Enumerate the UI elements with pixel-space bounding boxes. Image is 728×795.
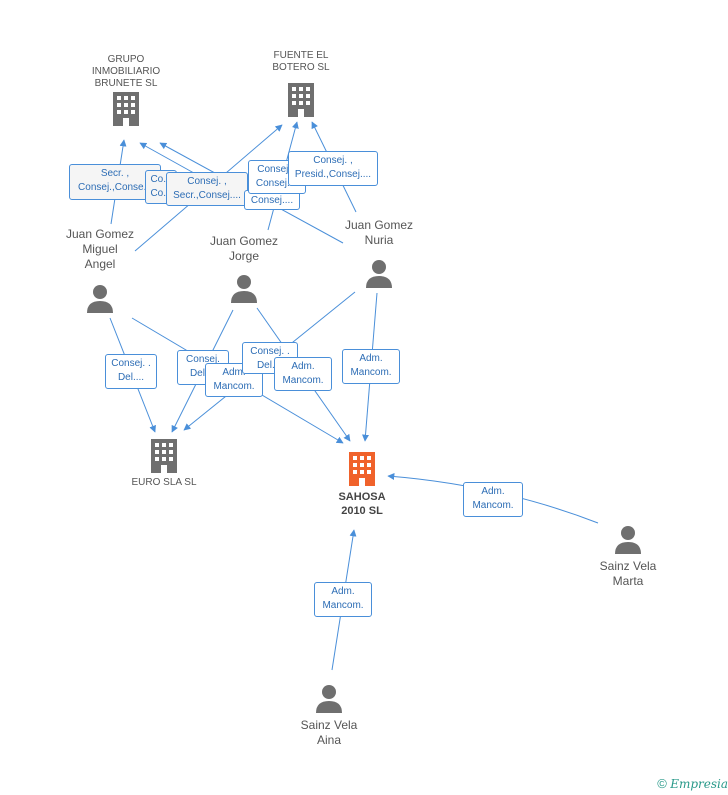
company-name-line: BOTERO SL bbox=[272, 62, 330, 73]
person-sainz-vela-marta[interactable]: Sainz Vela Marta bbox=[582, 524, 674, 589]
edge-label-line: Consej.... bbox=[250, 195, 294, 206]
copyright-symbol: © bbox=[657, 776, 667, 791]
edge-label-line: Consej.... bbox=[255, 178, 299, 189]
person-icon bbox=[231, 275, 257, 303]
edge-label-line: Del.... bbox=[256, 360, 284, 371]
person-name-line: Angel bbox=[84, 257, 116, 271]
edge-label-line: Consej. . bbox=[111, 358, 151, 369]
footer-watermark: © Empresia bbox=[657, 776, 728, 791]
person-juan-gomez-jorge[interactable]: Juan Gomez Jorge bbox=[198, 234, 290, 303]
person-name-line: Marta bbox=[612, 574, 644, 588]
person-name-line: Jorge bbox=[228, 249, 260, 263]
company-name-line: SAHOSA bbox=[338, 491, 386, 503]
edge-label-line: Consej. , bbox=[257, 164, 297, 175]
company-euro-sla[interactable]: EURO SLA SL bbox=[116, 437, 212, 489]
person-juan-gomez-miguel-angel[interactable]: Juan Gomez Miguel Angel bbox=[54, 227, 146, 313]
person-juan-gomez-nuria[interactable]: Juan Gomez Nuria bbox=[333, 218, 425, 288]
edge-label-line: Co... bbox=[150, 188, 172, 199]
edge-label-miguel-euro[interactable]: Consej. . Del.... bbox=[105, 354, 157, 389]
edge-label-line: Consej. bbox=[186, 354, 220, 365]
person-icon bbox=[316, 685, 342, 713]
edge-label-line: Mancom. bbox=[322, 600, 364, 611]
building-icon bbox=[349, 452, 375, 486]
person-name-line: Nuria bbox=[364, 233, 394, 247]
company-sahosa-2010[interactable]: SAHOSA 2010 SL bbox=[317, 450, 407, 518]
edge-label-line: Secr.,Consej.... bbox=[173, 190, 241, 201]
person-sainz-vela-aina[interactable]: Sainz Vela Aina bbox=[283, 683, 375, 748]
edge-label-aina-sahosa[interactable]: Adm. Mancom. bbox=[314, 582, 372, 617]
edge-label-jorge-sahosa[interactable]: Adm. Mancom. bbox=[274, 357, 332, 391]
edge-label-line: Adm. bbox=[331, 586, 355, 597]
company-name-line: EURO SLA SL bbox=[131, 477, 197, 488]
edge-label-line: Adm. bbox=[222, 367, 246, 378]
person-name-line: Juan Gomez bbox=[344, 218, 414, 232]
edge-label-line: Del.... bbox=[189, 368, 217, 379]
company-name-line: BRUNETE SL bbox=[94, 78, 158, 89]
company-name-line: GRUPO bbox=[107, 54, 145, 65]
edge-label-marta-sahosa[interactable]: Adm. Mancom. bbox=[463, 482, 523, 517]
edge-label-line: Consej.,Conse... bbox=[78, 182, 152, 193]
edge-label-line: Adm. bbox=[291, 361, 315, 372]
company-name-line: FUENTE EL bbox=[273, 50, 329, 61]
edge-label-line: Consej. . bbox=[250, 346, 290, 357]
person-name-line: Miguel bbox=[82, 242, 118, 256]
person-name-line: Juan Gomez bbox=[209, 234, 279, 248]
person-name-line: Sainz Vela bbox=[599, 559, 657, 573]
company-fuente-el-botero[interactable]: FUENTE EL BOTERO SL bbox=[253, 50, 349, 118]
building-icon bbox=[151, 439, 177, 473]
building-icon bbox=[288, 83, 314, 117]
edge-label-line: Del.... bbox=[117, 372, 145, 383]
edge-label-line: Presid.,Consej.... bbox=[294, 169, 372, 180]
brand-logo: Empresia bbox=[670, 777, 728, 791]
person-icon bbox=[366, 260, 392, 288]
person-icon bbox=[615, 526, 641, 554]
building-icon bbox=[113, 92, 139, 126]
edge-label-nuria-sahosa[interactable]: Adm. Mancom. bbox=[342, 349, 400, 384]
person-icon bbox=[87, 285, 113, 313]
edge-label-line: Co... bbox=[150, 174, 172, 185]
edge-label-line: Mancom. bbox=[350, 367, 392, 378]
edge-label-line: Mancom. bbox=[472, 500, 514, 511]
edge-label-line: Secr. , bbox=[100, 168, 130, 179]
edge-label-nuria-grupo[interactable]: Consej. , Secr.,Consej.... bbox=[166, 172, 248, 206]
edge-label-line: Consej. , bbox=[313, 155, 353, 166]
person-name-line: Sainz Vela bbox=[300, 718, 358, 732]
edge-label-line: Adm. bbox=[359, 353, 383, 364]
company-grupo-inmobiliario-brunete[interactable]: GRUPO INMOBILIARIO BRUNETE SL bbox=[76, 54, 176, 126]
company-name-line: 2010 SL bbox=[341, 505, 383, 517]
edge-label-line: Adm. bbox=[481, 486, 505, 497]
company-name-line: INMOBILIARIO bbox=[91, 66, 161, 77]
edge-label-nuria-fuente[interactable]: Consej. , Presid.,Consej.... bbox=[288, 151, 378, 186]
edge-label-line: Consej. , bbox=[187, 176, 227, 187]
person-name-line: Juan Gomez bbox=[65, 227, 135, 241]
edge-label-line: Mancom. bbox=[282, 375, 324, 386]
person-name-line: Aina bbox=[316, 733, 342, 747]
edge-label-line: Mancom. bbox=[213, 381, 255, 392]
